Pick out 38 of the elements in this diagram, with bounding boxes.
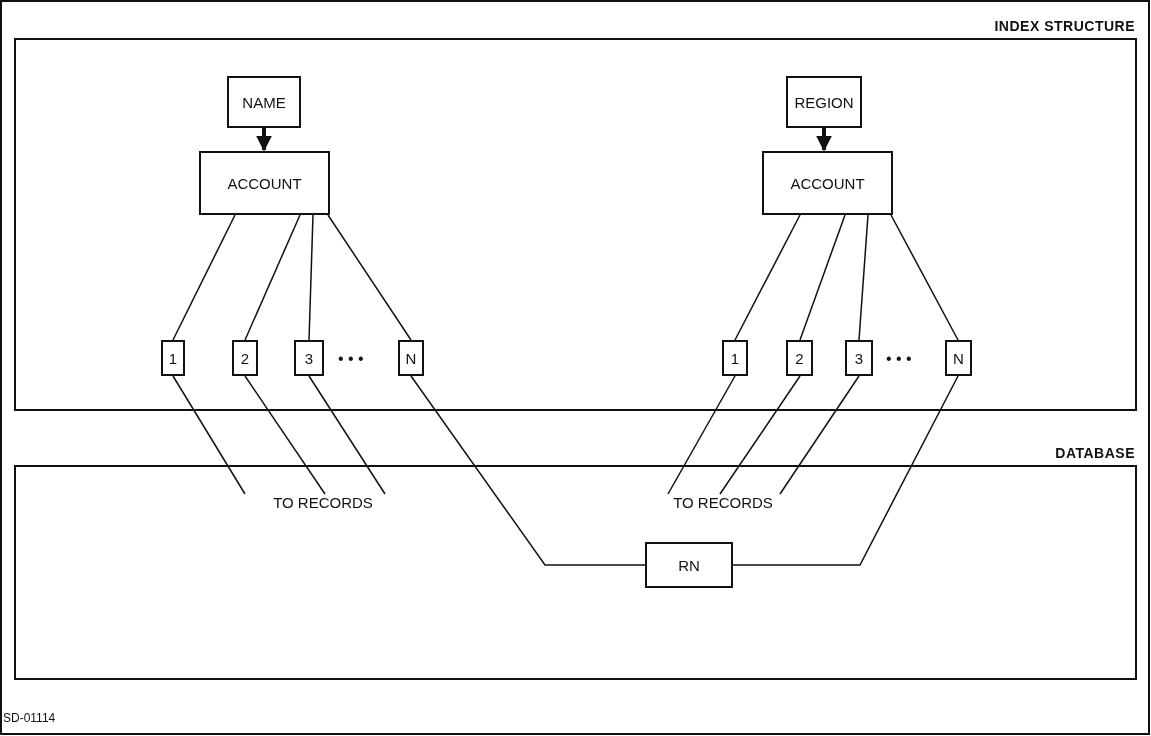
connector-line xyxy=(799,214,846,341)
record-box: 1 xyxy=(722,340,748,376)
connector-line xyxy=(172,214,236,341)
record-box: 2 xyxy=(232,340,258,376)
record-box: 1 xyxy=(161,340,185,376)
label-text: TO RECORDS xyxy=(648,494,798,518)
connector-line xyxy=(890,214,959,341)
record-box: N xyxy=(945,340,972,376)
arrow xyxy=(816,128,832,152)
connector-line xyxy=(779,375,860,495)
record-box: N xyxy=(398,340,424,376)
connector-line xyxy=(734,214,801,341)
figure-code: SD-01114 xyxy=(3,711,56,725)
arrow xyxy=(256,128,272,152)
connector-line xyxy=(244,214,301,341)
connector-line xyxy=(172,375,246,495)
record-box: RN xyxy=(645,542,733,588)
record-box: NAME xyxy=(227,76,301,128)
connector-line xyxy=(410,375,646,566)
record-box: REGION xyxy=(786,76,862,128)
ellipsis-dots: • • • xyxy=(338,350,364,368)
panel-heading: INDEX STRUCTURE xyxy=(994,18,1135,34)
connector-line xyxy=(732,375,959,566)
connector-line xyxy=(667,375,736,495)
record-box: 2 xyxy=(786,340,813,376)
connector-line xyxy=(244,375,326,495)
connector-line xyxy=(308,375,386,495)
connector-line xyxy=(719,375,801,495)
ellipsis-dots: • • • xyxy=(886,350,912,368)
connector-line xyxy=(308,214,314,341)
record-box: ACCOUNT xyxy=(762,151,893,215)
label-text: TO RECORDS xyxy=(238,494,408,518)
connector-line xyxy=(327,214,412,341)
record-box: 3 xyxy=(294,340,324,376)
record-box: ACCOUNT xyxy=(199,151,330,215)
connector-line xyxy=(858,214,869,341)
record-box: 3 xyxy=(845,340,873,376)
panel-heading: DATABASE xyxy=(1055,445,1135,461)
